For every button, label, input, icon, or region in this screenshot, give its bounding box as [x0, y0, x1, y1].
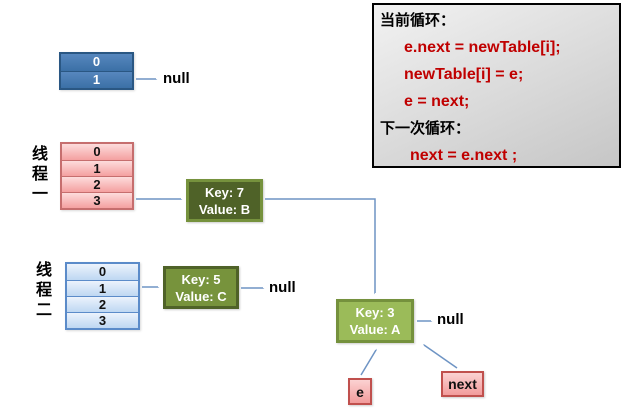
null-label-top: null: [163, 70, 190, 87]
code-line-2: newTable[i] = e;: [404, 66, 524, 83]
top-bucket-table: 0 1: [59, 52, 134, 90]
thread1-bucket-cell-1: 1: [62, 160, 132, 176]
top-bucket-cell-1: 1: [61, 71, 132, 88]
entry-node-key3-value: Value: A: [349, 322, 401, 337]
code-line-4: next = e.next ;: [410, 147, 518, 164]
thread1-bucket-cell-0: 0: [62, 144, 132, 160]
thread1-label: 线程一: [29, 145, 46, 205]
null-label-after-key3: null: [437, 311, 464, 328]
code-panel: 当前循环： e.next = newTable[i]; newTable[i] …: [372, 3, 621, 168]
entry-node-key3-key: Key: 3: [355, 305, 395, 320]
null-label-after-key5: null: [269, 279, 296, 296]
entry-node-key7-key: Key: 7: [204, 184, 245, 200]
code-line-3: e = next;: [404, 93, 470, 110]
pointer-box-e: e: [348, 378, 372, 405]
code-heading-current-loop: 当前循环：: [380, 12, 456, 29]
thread1-bucket-table: 0 1 2 3: [60, 142, 134, 210]
arrow-next-to-null: [424, 345, 458, 369]
code-line-1: e.next = newTable[i];: [404, 39, 561, 56]
entry-node-key5-value: Value: C: [175, 288, 227, 304]
entry-node-key7-value: Value: B: [198, 201, 251, 217]
pointer-box-next: next: [441, 371, 484, 397]
entry-node-key5: Key: 5 Value: C: [163, 266, 239, 309]
entry-node-key5-key: Key: 5: [181, 271, 221, 287]
entry-node-key3: Key: 3 Value: A: [336, 299, 414, 343]
top-bucket-cell-0: 0: [61, 54, 132, 71]
thread2-bucket-cell-1: 1: [67, 280, 138, 296]
thread1-bucket-cell-2: 2: [62, 176, 132, 192]
code-heading-next-loop: 下一次循环：: [380, 120, 471, 137]
thread1-bucket-cell-3: 3: [62, 192, 132, 208]
thread2-label: 线程二: [33, 261, 50, 321]
thread2-bucket-cell-2: 2: [67, 296, 138, 312]
entry-node-key7: Key: 7 Value: B: [186, 179, 263, 222]
arrow-e-to-key3: [360, 350, 376, 376]
thread2-bucket-cell-3: 3: [67, 312, 138, 328]
thread2-bucket-cell-0: 0: [67, 264, 138, 280]
thread2-bucket-table: 0 1 2 3: [65, 262, 140, 330]
